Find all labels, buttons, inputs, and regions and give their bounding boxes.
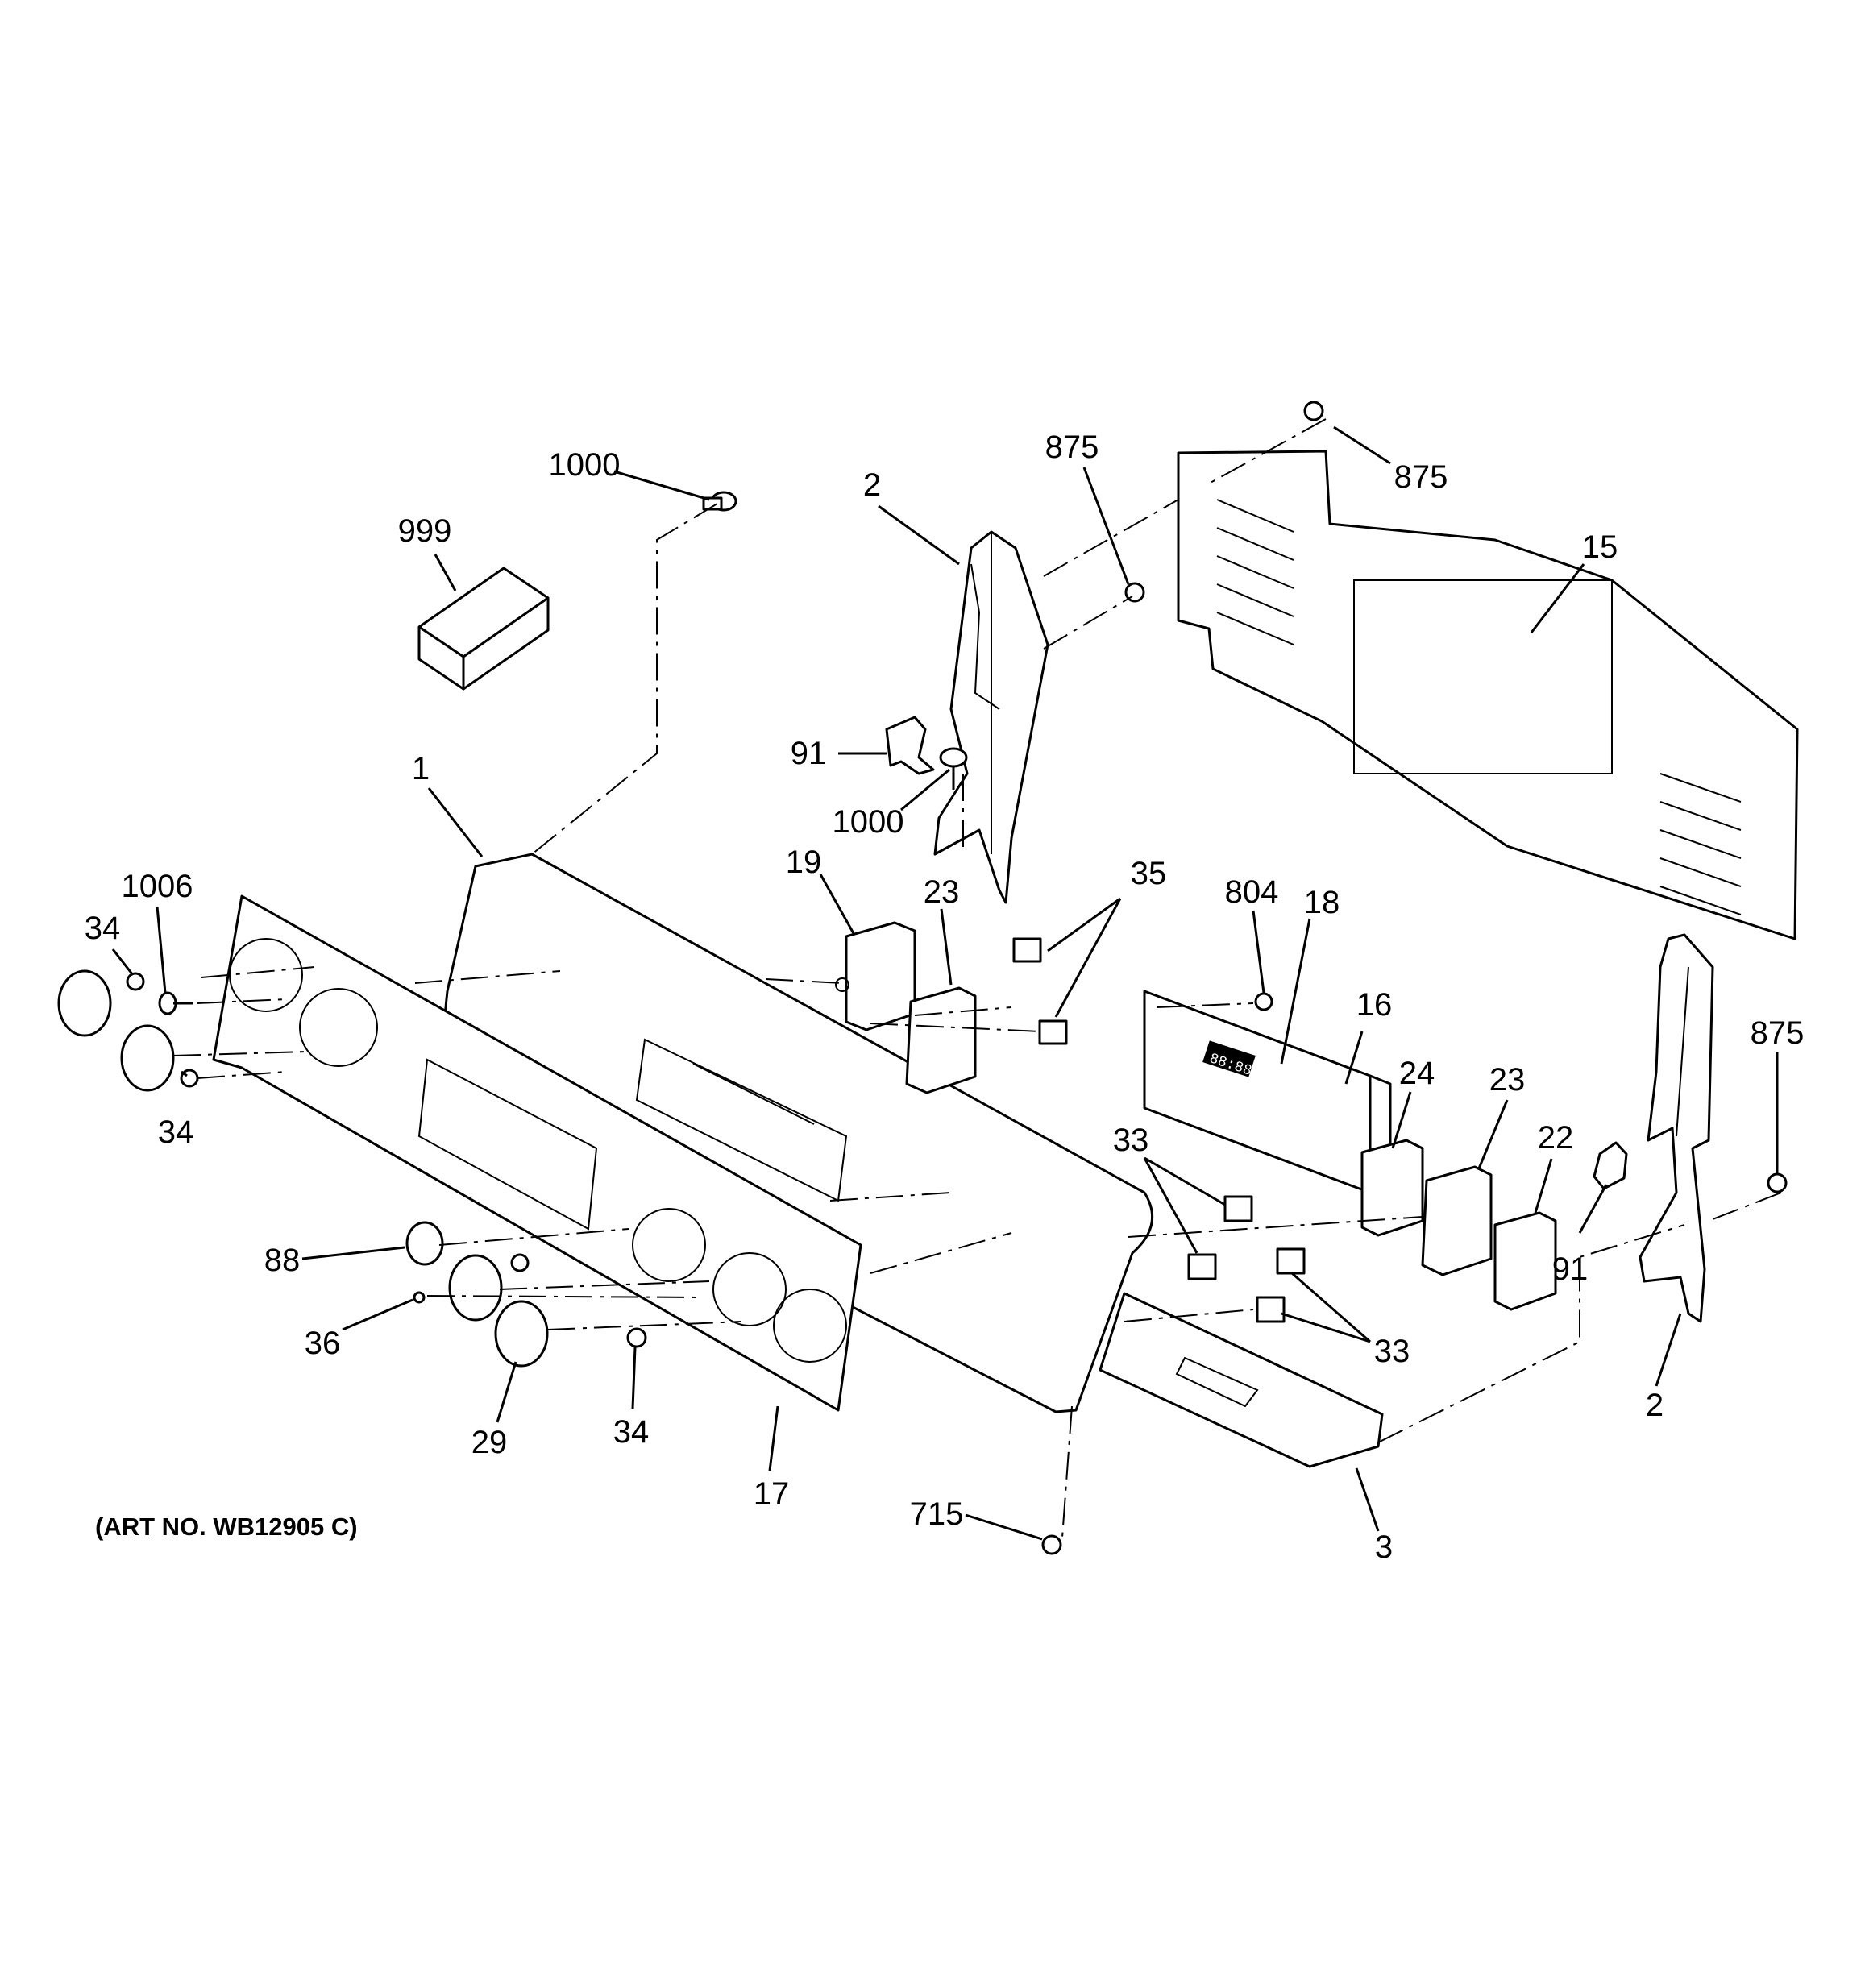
- art-number: (ART NO. WB12905 C): [95, 1513, 358, 1541]
- callout-15: 15: [1582, 529, 1618, 565]
- callout-34-left: 34: [158, 1114, 194, 1150]
- part-999-carton: [417, 567, 550, 691]
- callout-22: 22: [1538, 1120, 1574, 1156]
- callout-29: 29: [471, 1425, 508, 1460]
- callout-1: 1: [412, 751, 430, 786]
- leader-lines: [111, 425, 1779, 1541]
- callout-999: 999: [398, 513, 452, 549]
- part-19-switch: [835, 921, 916, 1031]
- part-36-pin: [413, 1291, 426, 1304]
- part-34-knob-lower: [626, 1327, 647, 1348]
- part-91-clip-upper: [885, 716, 935, 775]
- callout-34-upper: 34: [85, 911, 121, 946]
- callout-804: 804: [1225, 874, 1279, 910]
- callout-34-lower: 34: [613, 1414, 650, 1450]
- callout-35: 35: [1131, 856, 1167, 891]
- callout-labels: 999 1000 2 875 875 15 91 1000 1 19 23 35…: [85, 430, 1805, 1565]
- callout-2-upper: 2: [863, 467, 881, 503]
- part-804-screw: [1254, 992, 1273, 1011]
- part-33-clip-d: [1256, 1296, 1286, 1323]
- callout-91-lower: 91: [1552, 1251, 1589, 1287]
- part-16-control-board: 88:88: [1143, 990, 1392, 1201]
- part-1000-screw-top: [702, 491, 737, 512]
- part-29-knob: [494, 1300, 549, 1368]
- callout-875-upper: 875: [1045, 430, 1099, 465]
- callout-23-left: 23: [924, 874, 960, 910]
- part-3-trim-strip: [1099, 1292, 1384, 1468]
- part-22-switch: [1493, 1211, 1557, 1311]
- part-23-switch-right: [1421, 1165, 1493, 1276]
- part-35-clip-a: [1012, 937, 1042, 963]
- part-24-switch: [1360, 1139, 1424, 1237]
- callout-24: 24: [1399, 1056, 1435, 1091]
- part-875-screw-right: [1767, 1172, 1788, 1193]
- part-34-knob-left: [120, 1024, 175, 1092]
- part-33-clip-a: [1223, 1195, 1253, 1222]
- part-1006-screw: [158, 991, 193, 1015]
- part-15-back-panel: [1177, 450, 1799, 940]
- callout-715: 715: [910, 1496, 964, 1532]
- callout-19: 19: [786, 845, 822, 880]
- callout-2-lower: 2: [1646, 1388, 1664, 1423]
- alignment-lines: [172, 418, 1782, 1538]
- callout-36: 36: [305, 1326, 341, 1361]
- part-34-grommets: [126, 972, 530, 1272]
- part-875-screw-top: [1303, 401, 1324, 421]
- part-2-left-end-bracket: [933, 530, 1049, 904]
- callout-33-lower: 33: [1374, 1334, 1410, 1369]
- callout-875-right: 875: [1751, 1015, 1805, 1051]
- callout-1000-mid: 1000: [833, 804, 904, 840]
- part-1000-screw-mid: [939, 747, 968, 790]
- part-33-clip-c: [1276, 1247, 1306, 1275]
- callout-18: 18: [1304, 885, 1340, 920]
- part-715-screw: [1041, 1534, 1062, 1555]
- callout-3: 3: [1375, 1529, 1393, 1565]
- callout-91-upper: 91: [791, 736, 827, 771]
- callout-23-right: 23: [1489, 1062, 1526, 1098]
- callout-88: 88: [264, 1243, 301, 1278]
- callout-16: 16: [1356, 987, 1393, 1023]
- callout-875-top: 875: [1394, 459, 1448, 495]
- part-88-knob: [405, 1221, 444, 1266]
- part-33-clip-b: [1187, 1253, 1217, 1280]
- part-91-clip-lower: [1593, 1141, 1628, 1190]
- part-2-right-end-bracket: [1639, 933, 1714, 1323]
- part-23-switch-left: [905, 986, 977, 1094]
- callout-1000-top: 1000: [549, 447, 621, 483]
- part-35-clip-b: [1038, 1019, 1068, 1045]
- part-34-knob-upper: [57, 969, 112, 1037]
- callout-33-upper: 33: [1113, 1123, 1149, 1158]
- callout-17: 17: [754, 1476, 790, 1512]
- callout-1006: 1006: [122, 869, 193, 904]
- part-knob-mid: [448, 1254, 503, 1322]
